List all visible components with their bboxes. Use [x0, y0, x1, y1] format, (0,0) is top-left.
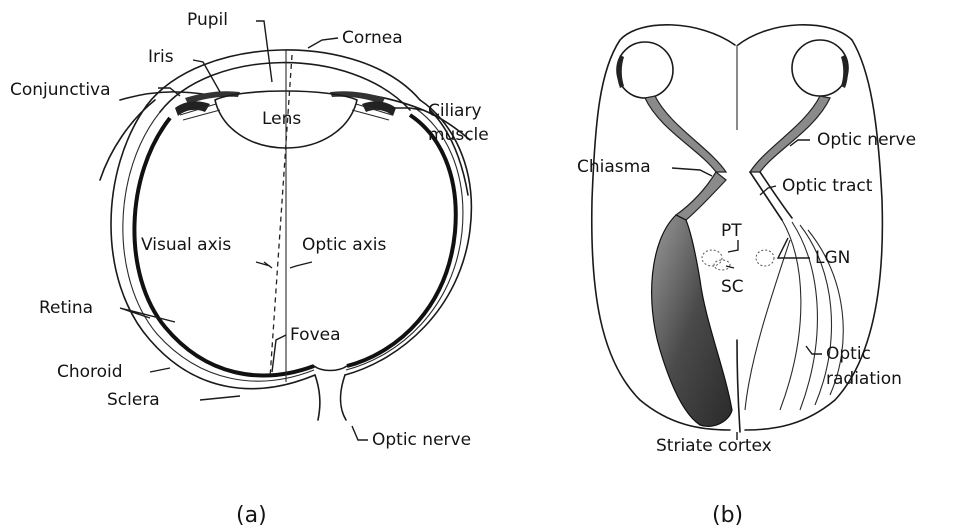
retina-pointer — [120, 308, 175, 322]
optic-nerve-left — [645, 96, 726, 172]
pupil-label: Pupil — [187, 10, 228, 30]
chiasma-pointer — [672, 168, 712, 176]
visual-axis-line — [270, 55, 292, 378]
left-radiation-shaded — [652, 215, 732, 426]
optic-radiation-label-line1: Optic — [826, 344, 871, 364]
choroid-label: Choroid — [57, 362, 123, 382]
fovea-pointer — [272, 335, 286, 372]
sclera-pointer — [200, 396, 240, 400]
eye-diagram — [100, 21, 471, 440]
conjunctiva-right-2 — [430, 110, 468, 195]
striate-cortex-label: Striate cortex — [656, 436, 772, 456]
retina-label: Retina — [39, 298, 93, 318]
optic-nerve-label-b: Optic nerve — [817, 130, 916, 150]
left-eyeball — [617, 42, 673, 98]
cornea-pointer — [308, 38, 338, 48]
cornea-label: Cornea — [342, 28, 403, 48]
pt-label: PT — [721, 221, 742, 241]
choroid-pointer — [150, 368, 170, 372]
medial-cortex — [737, 340, 740, 432]
lens-label: Lens — [262, 109, 301, 129]
sclera-label: Sclera — [107, 390, 160, 410]
lgn-label: LGN — [815, 248, 850, 268]
right-eyeball — [792, 40, 848, 96]
pt-nucleus — [702, 250, 722, 266]
sc-pointer — [726, 266, 734, 268]
optic-disc — [314, 366, 347, 371]
optic-tract-left — [676, 172, 726, 220]
pt-pointer — [728, 240, 738, 252]
iris-pointer — [193, 60, 220, 92]
lgn-nucleus — [756, 250, 774, 266]
visual-axis-pointer — [256, 262, 272, 268]
optic-nerve-stalk — [315, 375, 346, 420]
optic-radiation-pointer — [806, 346, 822, 354]
fovea-label: Fovea — [290, 325, 341, 345]
optic-tract-label: Optic tract — [782, 176, 873, 196]
iris-label: Iris — [148, 47, 174, 67]
ciliary-label-line1: Ciliary — [428, 101, 482, 121]
optic-axis-pointer — [290, 262, 312, 268]
optic-radiation-label-line2: radiation — [826, 369, 902, 389]
caption-b: (b) — [712, 503, 743, 528]
caption-a: (a) — [236, 503, 267, 528]
optic-axis-label: Optic axis — [302, 235, 387, 255]
sc-label: SC — [721, 277, 744, 297]
chiasma-label: Chiasma — [577, 157, 651, 177]
optic-nerve-pointer — [352, 426, 368, 440]
visual-axis-label: Visual axis — [141, 235, 231, 255]
optic-nerve-label-a: Optic nerve — [372, 430, 471, 450]
ciliary-label-line2: muscle — [428, 125, 489, 145]
conjunctiva-label: Conjunctiva — [10, 80, 111, 100]
